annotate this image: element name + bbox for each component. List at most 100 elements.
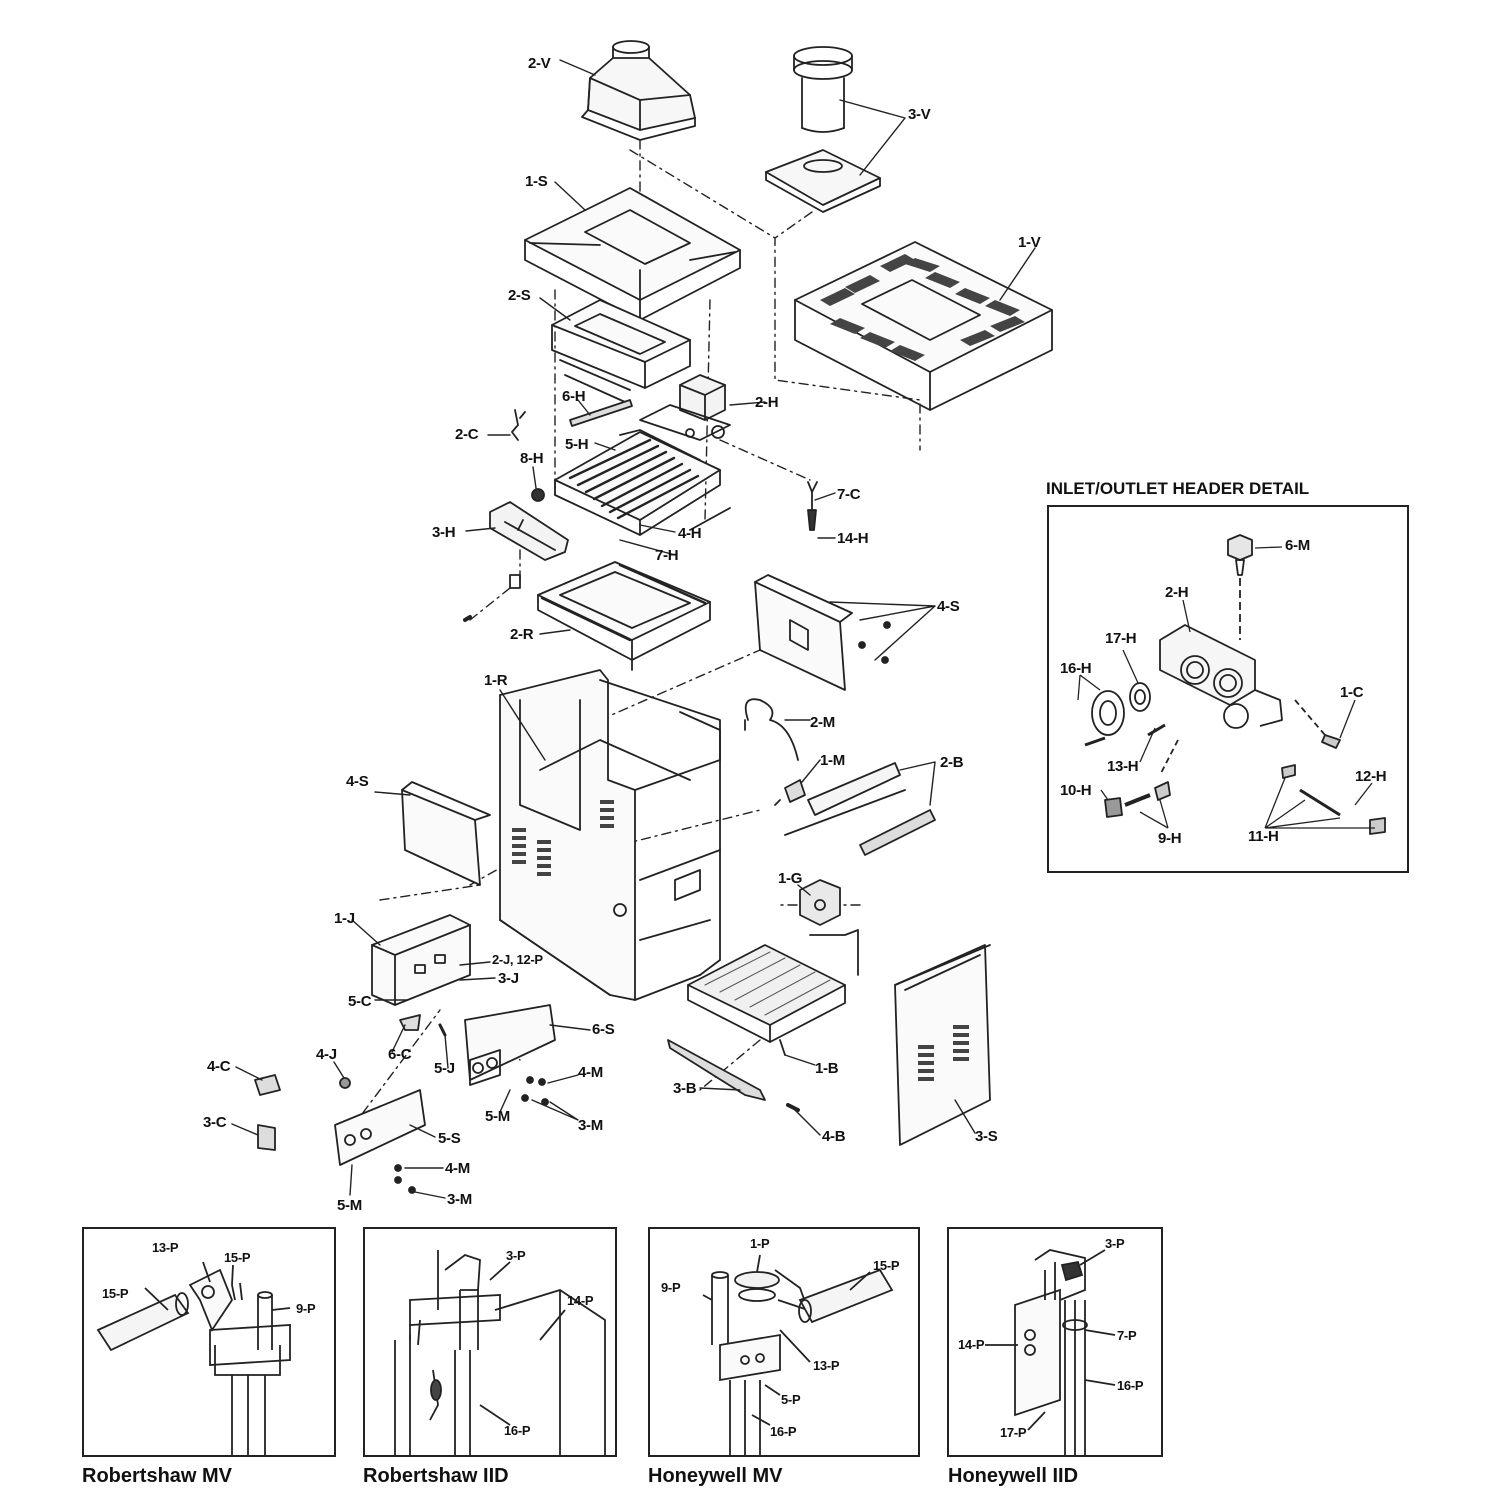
detail-label-17h: 17-H xyxy=(1105,630,1137,647)
label-1b: 1-B xyxy=(815,1060,839,1077)
label-3m-lower: 3-M xyxy=(447,1191,472,1208)
label-5m-lower: 5-M xyxy=(337,1197,362,1214)
label-2m: 2-M xyxy=(810,714,835,731)
label-3s: 3-S xyxy=(975,1128,998,1145)
inset3-label-16p: 16-P xyxy=(770,1424,797,1439)
detail-label-16h: 16-H xyxy=(1060,660,1092,677)
junction-box-1j xyxy=(371,914,471,1006)
inset3-label-13p: 13-P xyxy=(813,1358,840,1373)
label-2v: 2-V xyxy=(528,55,551,72)
label-5h: 5-H xyxy=(565,436,589,453)
detail-label-1c: 1-C xyxy=(1340,684,1364,701)
vent-adapter-3v xyxy=(765,46,881,213)
baffle-6h xyxy=(569,399,633,427)
inset4-label-17p: 17-P xyxy=(1000,1425,1027,1440)
label-2r: 2-R xyxy=(510,626,534,643)
label-3v: 3-V xyxy=(908,106,931,123)
label-14h: 14-H xyxy=(837,530,869,547)
sensor-7c-14h xyxy=(807,481,818,531)
sensor-2c xyxy=(511,409,526,441)
inset-robertshaw-mv-drawing xyxy=(96,1261,291,1455)
chassis-1r xyxy=(499,669,721,1001)
front-panel-3s xyxy=(894,944,991,1146)
inset4-label-14p: 14-P xyxy=(958,1337,985,1352)
heat-exchanger xyxy=(554,429,731,536)
label-6h: 6-H xyxy=(562,388,586,405)
detail-label-13h: 13-H xyxy=(1107,758,1139,775)
inset2-label-14p: 14-P xyxy=(567,1293,594,1308)
label-1j: 1-J xyxy=(334,910,355,927)
label-1m: 1-M xyxy=(820,752,845,769)
inset-box-robertshaw-mv xyxy=(82,1227,336,1457)
label-3h: 3-H xyxy=(432,524,456,541)
inset2-label-16p: 16-P xyxy=(504,1423,531,1438)
label-1s: 1-S xyxy=(525,173,548,190)
top-panel-1s xyxy=(524,187,741,321)
label-5m-upper: 5-M xyxy=(485,1108,510,1125)
label-1g: 1-G xyxy=(778,870,803,887)
side-panel-4s-left xyxy=(401,781,491,886)
label-4b: 4-B xyxy=(822,1128,846,1145)
label-3c: 3-C xyxy=(203,1114,227,1131)
detail-header: INLET/OUTLET HEADER DETAIL xyxy=(1046,479,1310,498)
detail-label-12h: 12-H xyxy=(1355,768,1387,785)
header-2h xyxy=(639,374,731,441)
caption-robertshaw-iid: Robertshaw IID xyxy=(363,1465,509,1487)
label-7c: 7-C xyxy=(837,486,861,503)
label-5c: 5-C xyxy=(348,993,372,1010)
detail-label-9h: 9-H xyxy=(1158,830,1182,847)
leader-lines xyxy=(231,59,1036,1199)
label-5s: 5-S xyxy=(438,1130,461,1147)
header-detail-drawing xyxy=(1084,534,1386,835)
inset1-label-15p-b: 15-P xyxy=(224,1250,251,1265)
inset2-label-3p: 3-P xyxy=(506,1248,526,1263)
label-3b: 3-B xyxy=(673,1080,697,1097)
header-detail-box xyxy=(1047,505,1409,873)
caption-honeywell-iid: Honeywell IID xyxy=(948,1465,1079,1487)
label-2c: 2-C xyxy=(455,426,479,443)
inset1-label-13p: 13-P xyxy=(152,1240,179,1255)
inset3-label-15p: 15-P xyxy=(873,1258,900,1273)
caption-honeywell-mv: Honeywell MV xyxy=(648,1465,783,1487)
inset1-label-15p-a: 15-P xyxy=(102,1286,129,1301)
small-parts xyxy=(254,1014,800,1194)
label-2j-12p: 2-J, 12-P xyxy=(492,952,543,967)
switch-1m xyxy=(774,779,806,806)
inset3-label-1p: 1-P xyxy=(750,1236,770,1251)
caption-robertshaw-mv: Robertshaw MV xyxy=(82,1465,233,1487)
inset-box-honeywell-iid xyxy=(947,1227,1163,1457)
gas-valve-1g xyxy=(799,879,859,976)
label-4s-right: 4-S xyxy=(937,598,960,615)
inset4-label-7p: 7-P xyxy=(1117,1328,1137,1343)
label-4j: 4-J xyxy=(316,1046,337,1063)
label-4m-upper: 4-M xyxy=(578,1064,603,1081)
label-2b: 2-B xyxy=(940,754,964,771)
label-7h: 7-H xyxy=(655,547,679,564)
label-6s: 6-S xyxy=(592,1021,615,1038)
panel-5s xyxy=(334,1089,426,1166)
label-2s: 2-S xyxy=(508,287,531,304)
label-8h: 8-H xyxy=(520,450,544,467)
label-4s-left: 4-S xyxy=(346,773,369,790)
vent-cover-1v xyxy=(794,241,1053,411)
inset-honeywell-mv-drawing xyxy=(702,1254,894,1455)
wire-2m xyxy=(744,698,799,761)
burner-tray-1b xyxy=(687,944,846,1056)
label-1v: 1-V xyxy=(1018,234,1041,251)
inset4-label-3p: 3-P xyxy=(1105,1236,1125,1251)
label-5j: 5-J xyxy=(434,1060,455,1077)
label-4m-lower: 4-M xyxy=(445,1160,470,1177)
inset-box-honeywell-mv xyxy=(648,1227,920,1457)
draft-hood-2v xyxy=(581,40,696,141)
label-3j: 3-J xyxy=(498,970,519,987)
inset-honeywell-iid-drawing xyxy=(985,1249,1116,1455)
label-6c: 6-C xyxy=(388,1046,412,1063)
detail-leaders xyxy=(1077,546,1375,829)
inset4-label-16p: 16-P xyxy=(1117,1378,1144,1393)
label-4c: 4-C xyxy=(207,1058,231,1075)
inset3-label-9p: 9-P xyxy=(661,1280,681,1295)
burner-tray-2r xyxy=(537,561,711,671)
inset-box-robertshaw-iid xyxy=(363,1227,617,1457)
